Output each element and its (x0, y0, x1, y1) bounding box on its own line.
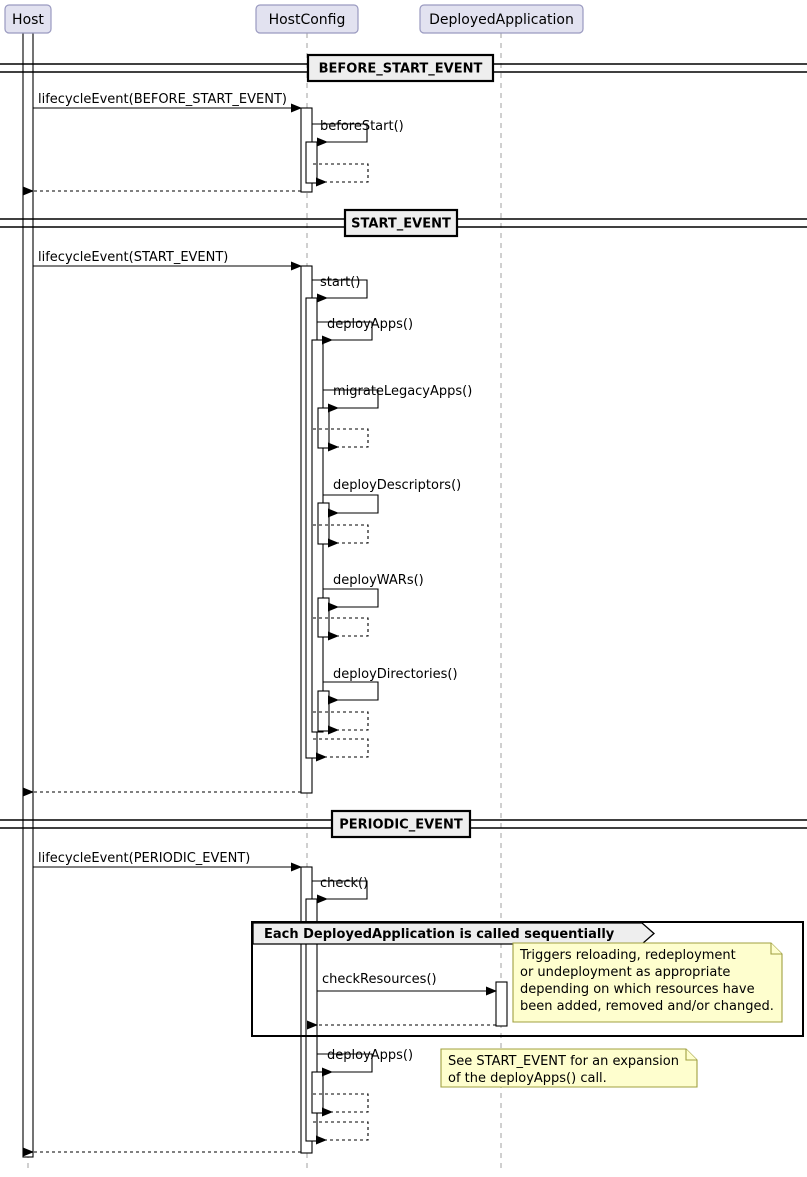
participant-box[interactable] (4, 4, 52, 34)
activation-bar-config (317, 502, 330, 545)
divider-before-start: BEFORE_START_EVENT (0, 53, 807, 83)
self-return-arrow (313, 163, 369, 187)
divider-periodic: PERIODIC_EVENT (0, 809, 807, 839)
notes-layer: Triggers reloading, redeployment or undep… (440, 942, 783, 1088)
message-m12: deployWARs() (323, 573, 424, 612)
note-line: or undeployment as appropriate (520, 965, 730, 980)
lifelines-layer (27, 33, 502, 1172)
group-frame (251, 921, 804, 1037)
self-message-arrow (323, 389, 379, 413)
activation-bar-config (317, 407, 330, 449)
participants-layer: Host HostConfig DeployedApplication (4, 4, 584, 34)
message-m18: lifecycleEvent(PERIODIC_EVENT) (33, 851, 302, 872)
self-message-arrow (312, 880, 368, 904)
message-label: checkResources() (322, 972, 437, 987)
dividers-layer: BEFORE_START_EVENT START_EVENT PERIODIC_EV… (0, 53, 807, 839)
message-m16 (313, 738, 369, 762)
participant-label: HostConfig (269, 12, 346, 28)
note-body (512, 942, 783, 1023)
participant-label: Host (12, 12, 44, 28)
self-message-arrow (312, 123, 368, 147)
participant-label: DeployedApplication (429, 12, 574, 28)
self-message-arrow (317, 321, 373, 345)
divider-label: PERIODIC_EVENT (339, 818, 463, 833)
message-label: deployApps() (327, 317, 413, 332)
group-each-deployed-app: Each DeployedApplication is called seque… (251, 921, 804, 1037)
divider-label-box (330, 809, 472, 839)
message-m23 (313, 1093, 369, 1117)
message-label: lifecycleEvent(BEFORE_START_EVENT) (38, 92, 287, 107)
note-line: See START_EVENT for an expansion (448, 1054, 679, 1069)
message-label: lifecycleEvent(PERIODIC_EVENT) (38, 851, 250, 866)
self-message-arrow (312, 279, 368, 303)
participant-box[interactable] (255, 4, 359, 34)
activation-bar-deapp (495, 981, 508, 1027)
activation-bar-config (311, 1071, 324, 1114)
group-label: Each DeployedApplication is called seque… (264, 927, 615, 942)
divider-start: START_EVENT (0, 208, 807, 238)
message-label: deployDescriptors() (333, 478, 461, 493)
divider-label: BEFORE_START_EVENT (319, 62, 483, 77)
message-m2: beforeStart() (312, 119, 404, 147)
message-m5: lifecycleEvent(START_EVENT) (33, 250, 302, 271)
note-fold-corner (770, 943, 782, 955)
note-line: Triggers reloading, redeployment (519, 948, 736, 963)
message-m1: lifecycleEvent(BEFORE_START_EVENT) (33, 92, 302, 113)
activation-bar-config (317, 690, 330, 732)
message-m24 (313, 1121, 369, 1145)
self-message-arrow (323, 588, 379, 612)
message-label: deployDirectories() (333, 667, 458, 682)
activation-bar-host (22, 32, 34, 1158)
message-m3 (313, 163, 369, 187)
note-line: depending on which resources have (520, 982, 755, 997)
note-fold-corner (685, 1049, 697, 1061)
participant-config[interactable]: HostConfig (255, 4, 359, 34)
divider-label-box (306, 53, 495, 83)
message-m8: migrateLegacyApps() (323, 384, 472, 413)
self-return-arrow (313, 1121, 369, 1145)
message-label: start() (320, 275, 360, 290)
message-label: beforeStart() (320, 119, 404, 134)
self-return-arrow (313, 738, 369, 762)
note-line: been added, removed and/or changed. (520, 999, 774, 1014)
message-m6: start() (312, 275, 368, 303)
note-line: of the deployApps() call. (448, 1071, 607, 1086)
activation-bar-config (305, 898, 318, 1142)
participant-host[interactable]: Host (4, 4, 52, 34)
divider-label: START_EVENT (351, 217, 451, 232)
self-return-arrow (313, 1093, 369, 1117)
self-message-arrow (317, 1053, 373, 1077)
message-m7: deployApps() (317, 317, 413, 345)
groups-layer: Each DeployedApplication is called seque… (251, 921, 804, 1037)
message-m14: deployDirectories() (323, 667, 458, 705)
self-message-arrow (323, 494, 379, 518)
message-label: deployWARs() (333, 573, 424, 588)
note-note-deploy-apps: See START_EVENT for an expansion of the d… (440, 1048, 698, 1088)
divider-label-box (343, 208, 459, 238)
participant-box[interactable] (419, 4, 584, 34)
message-m20: checkResources() (317, 972, 497, 996)
message-label: lifecycleEvent(START_EVENT) (38, 250, 228, 265)
note-body (440, 1048, 698, 1088)
participant-deapp[interactable]: DeployedApplication (419, 4, 584, 34)
message-label: deployApps() (327, 1048, 413, 1063)
activation-bar-config (305, 141, 318, 184)
activation-bars-layer (22, 32, 508, 1158)
message-label: check() (320, 876, 368, 891)
message-label: migrateLegacyApps() (333, 384, 472, 399)
message-m22: deployApps() (317, 1048, 413, 1077)
note-note-check-resources: Triggers reloading, redeployment or undep… (512, 942, 783, 1023)
activation-bar-config (317, 597, 330, 638)
message-m10: deployDescriptors() (323, 478, 461, 518)
self-message-arrow (323, 681, 379, 705)
group-header-box (252, 922, 655, 945)
message-m19: check() (312, 876, 368, 904)
messages-layer: lifecycleEvent(BEFORE_START_EVENT)before… (23, 92, 497, 1157)
